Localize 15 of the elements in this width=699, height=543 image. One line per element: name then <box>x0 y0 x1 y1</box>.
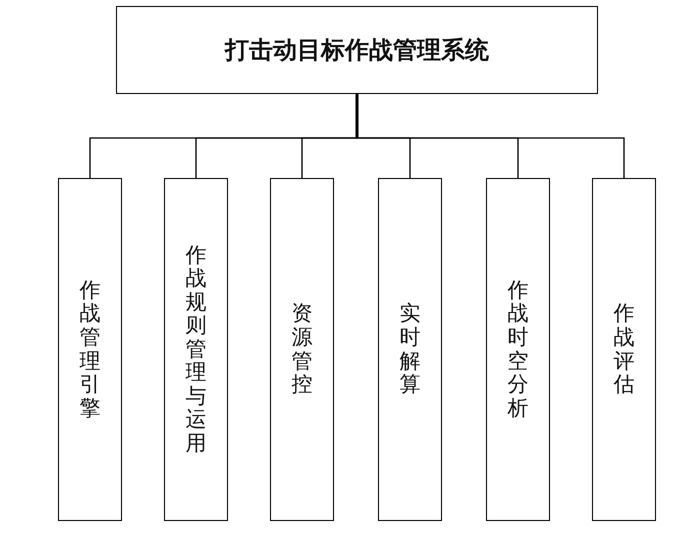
module-label: 作战时空分析 <box>508 278 528 420</box>
module-label: 实时解算 <box>400 302 420 397</box>
module-box <box>378 178 442 521</box>
title-box <box>116 6 598 94</box>
module-box <box>592 178 656 521</box>
module-box <box>164 178 228 521</box>
module-label: 作战管理引擎 <box>80 278 100 420</box>
module-box <box>270 178 334 521</box>
module-label: 资源管控 <box>292 302 312 397</box>
module-label: 作战评估 <box>614 302 634 397</box>
module-box <box>486 178 550 521</box>
module-label: 作战规则管理与运用 <box>186 244 206 456</box>
module-box <box>58 178 122 521</box>
system-title: 打击动目标作战管理系统 <box>225 35 489 66</box>
trunk-line <box>356 94 358 138</box>
